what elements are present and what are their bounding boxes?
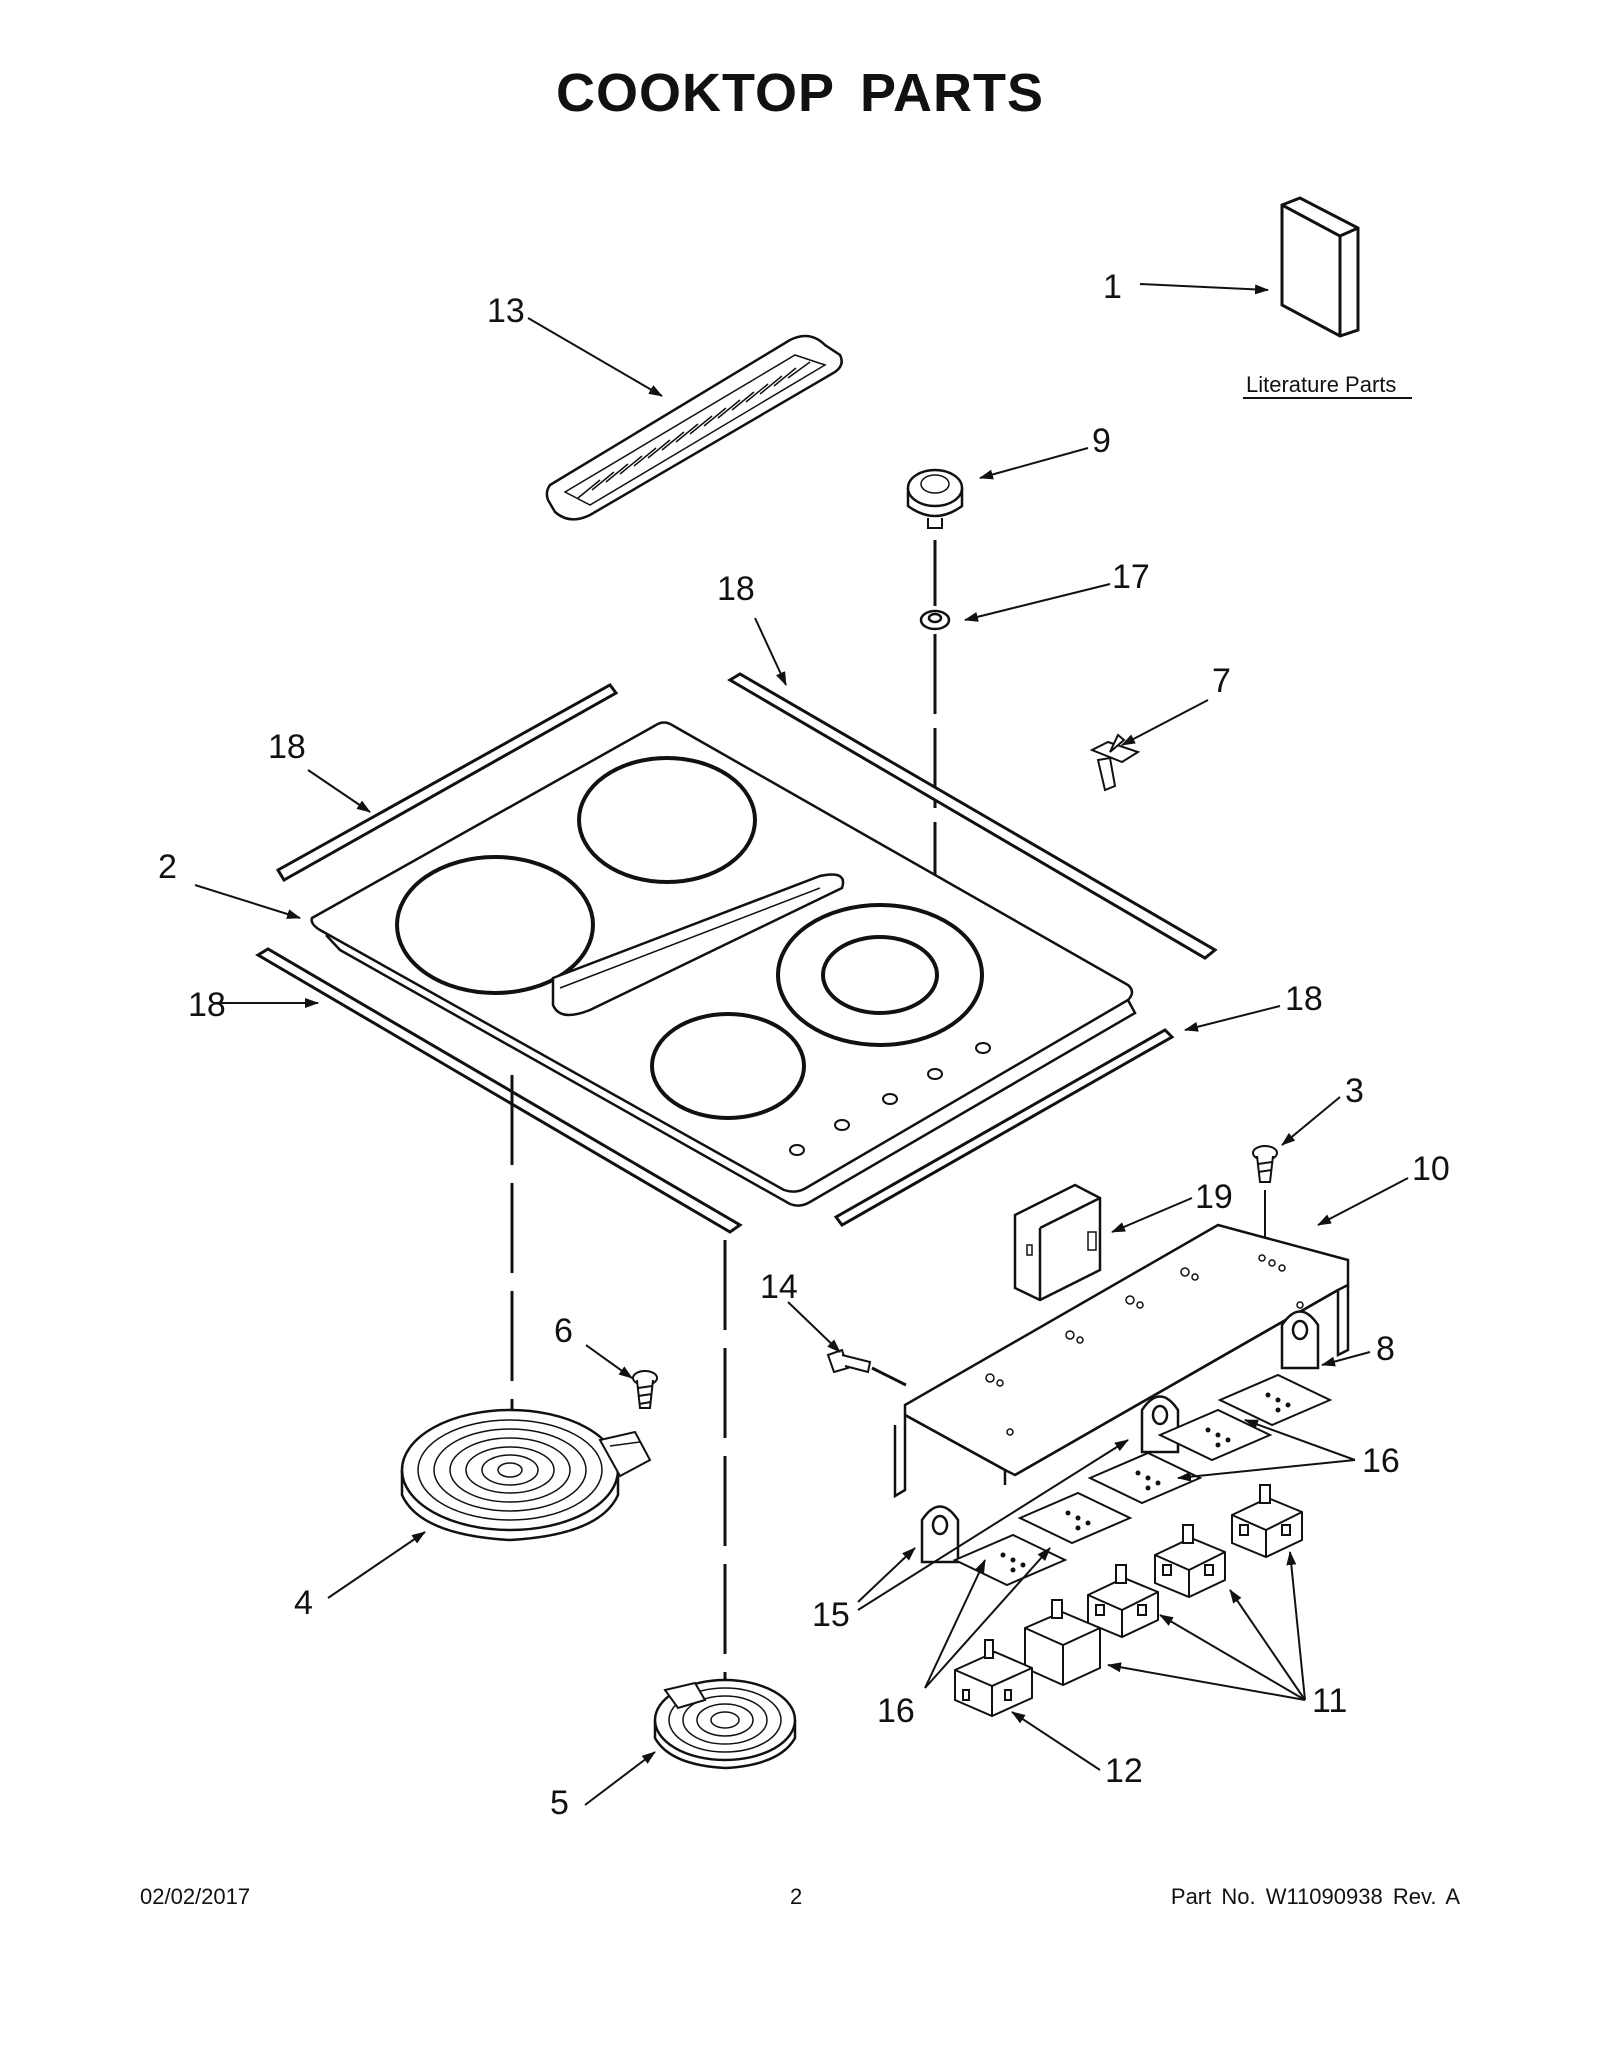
control-bracket (893, 1223, 1350, 1499)
mounting-tab-8 (1280, 1310, 1320, 1370)
callout-9: 9 (1092, 422, 1111, 460)
infinite-switches (1024, 1484, 1303, 1687)
screw-3 (1252, 1145, 1278, 1183)
switch-12 (954, 1639, 1033, 1718)
callout-14: 14 (760, 1268, 798, 1306)
callout-11: 11 (1312, 1682, 1347, 1720)
switch-c (1087, 1564, 1159, 1639)
callout-18-right: 18 (1285, 980, 1323, 1018)
trim-strip-top-right (727, 672, 1218, 960)
callout-3: 3 (1345, 1072, 1364, 1110)
callout-18-lower-left: 18 (188, 986, 226, 1024)
callout-5: 5 (550, 1784, 569, 1822)
callout-8: 8 (1376, 1330, 1395, 1368)
footer-date: 02/02/2017 (140, 1884, 251, 1909)
element-ring-rear-right-inner (821, 935, 939, 1015)
callout-15: 15 (812, 1596, 850, 1634)
callout-16-right: 16 (1362, 1442, 1400, 1480)
switch-b (1154, 1524, 1226, 1599)
footer-page-number: 2 (790, 1884, 803, 1909)
large-radiant-element (400, 1408, 652, 1542)
literature-booklet (1280, 196, 1360, 338)
callout-16-left: 16 (877, 1692, 915, 1730)
element-ring-front-left (395, 855, 595, 995)
trim-strip-bottom-right (833, 1028, 1175, 1227)
switch-d (1024, 1599, 1101, 1687)
side-bracket (1013, 1183, 1102, 1302)
callout-19: 19 (1195, 1178, 1233, 1216)
callout-1: 1 (1103, 268, 1122, 306)
element-ring-rear-right (776, 903, 984, 1047)
screw-14 (826, 1348, 872, 1374)
callout-7: 7 (1212, 662, 1231, 700)
mounting-clip (1089, 733, 1141, 792)
callout-13: 13 (487, 292, 525, 330)
literature-parts-label: Literature Parts (1246, 372, 1396, 397)
screw-6 (632, 1370, 658, 1409)
element-ring-front-right (650, 1012, 806, 1120)
callout-18-left: 18 (268, 728, 306, 766)
vent-grille (545, 334, 843, 521)
footer-part-number: Part No. W11090938 Rev. A (1170, 1884, 1460, 1909)
callout-4: 4 (294, 1584, 313, 1622)
callout-17: 17 (1112, 558, 1150, 596)
mounting-tab-15 (920, 1505, 960, 1564)
small-radiant-element (653, 1678, 797, 1770)
element-ring-rear-left (577, 756, 757, 884)
screw-14-line (871, 1366, 907, 1387)
callout-2: 2 (158, 848, 177, 886)
switch-a (1231, 1484, 1303, 1559)
trim-strip-bottom-left (255, 947, 743, 1234)
control-knob (906, 468, 964, 529)
mounting-tab-center (1140, 1395, 1180, 1454)
page-title: COOKTOP PARTS (555, 63, 1045, 123)
trim-strip-top-left (275, 683, 619, 883)
callout-10: 10 (1412, 1150, 1450, 1188)
cooktop-glass (310, 721, 1137, 1207)
callout-6: 6 (554, 1312, 573, 1350)
callout-18-top-center: 18 (717, 570, 755, 608)
grommet (919, 609, 951, 631)
callout-12: 12 (1105, 1752, 1143, 1790)
leader-arrows (194, 283, 1409, 1806)
